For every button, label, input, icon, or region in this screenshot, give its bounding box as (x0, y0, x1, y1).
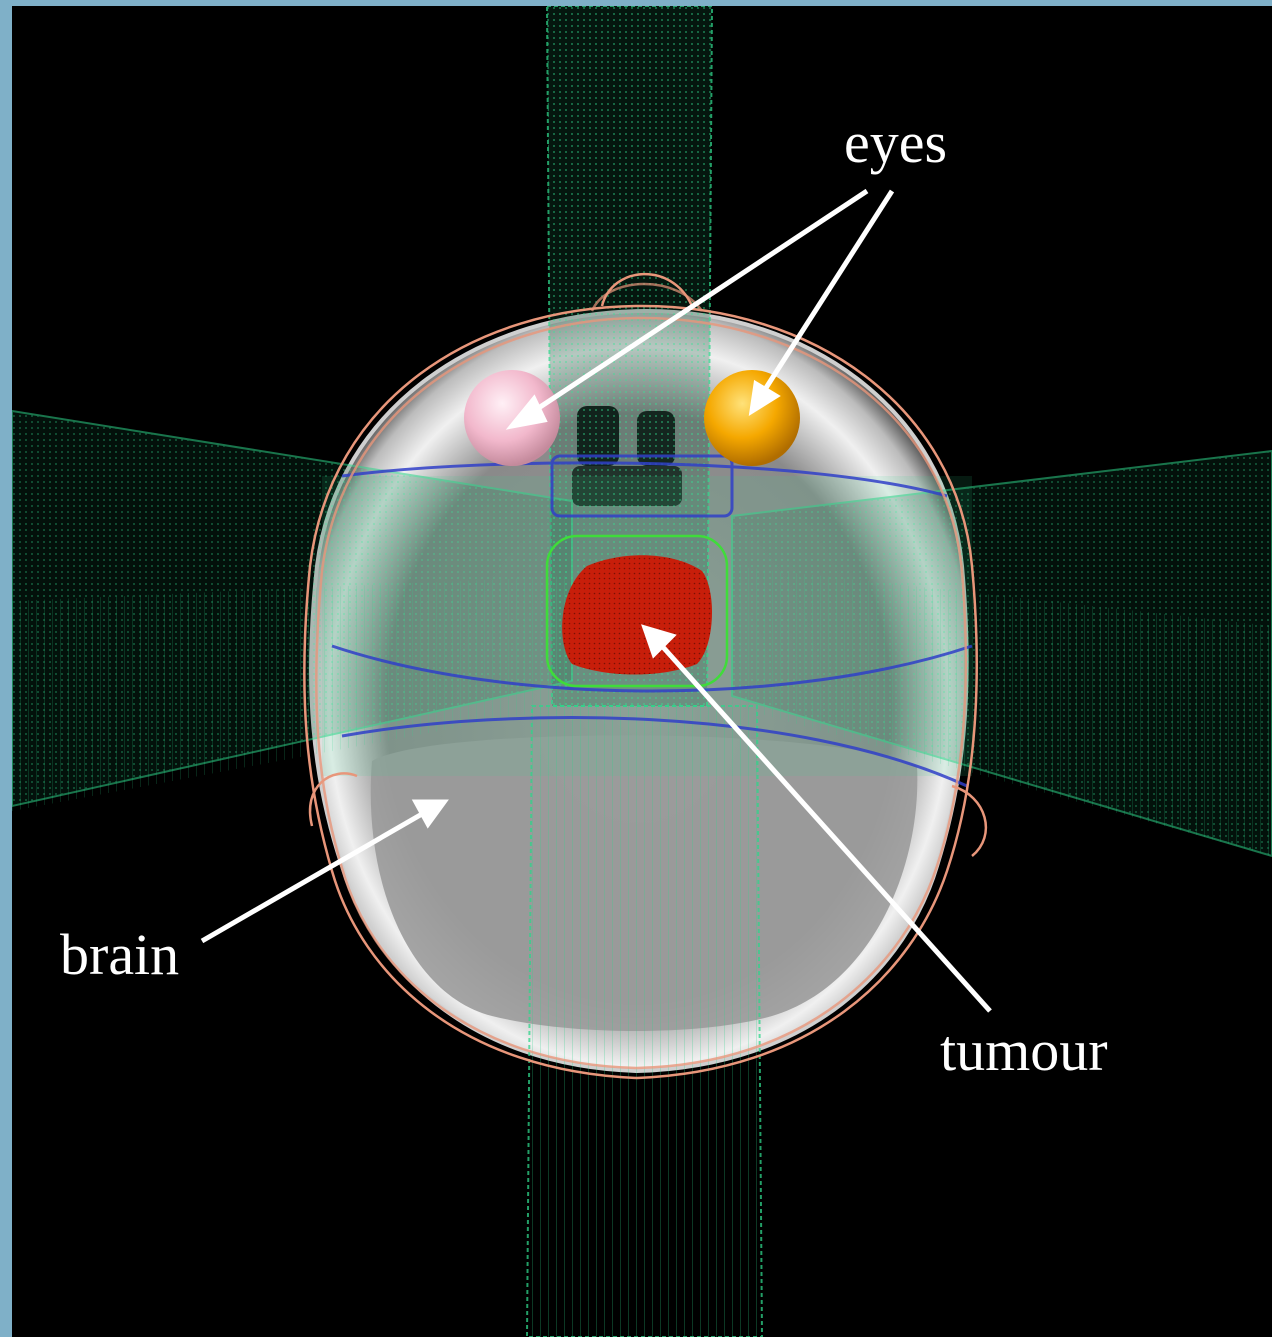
eyes-label: eyes (844, 114, 947, 172)
image-frame: eyes brain tumour (12, 6, 1272, 1337)
scan-illustration (12, 6, 1272, 1337)
right-eye-structure (704, 370, 800, 466)
tumour-label: tumour (940, 1022, 1108, 1080)
brain-label: brain (60, 926, 179, 984)
